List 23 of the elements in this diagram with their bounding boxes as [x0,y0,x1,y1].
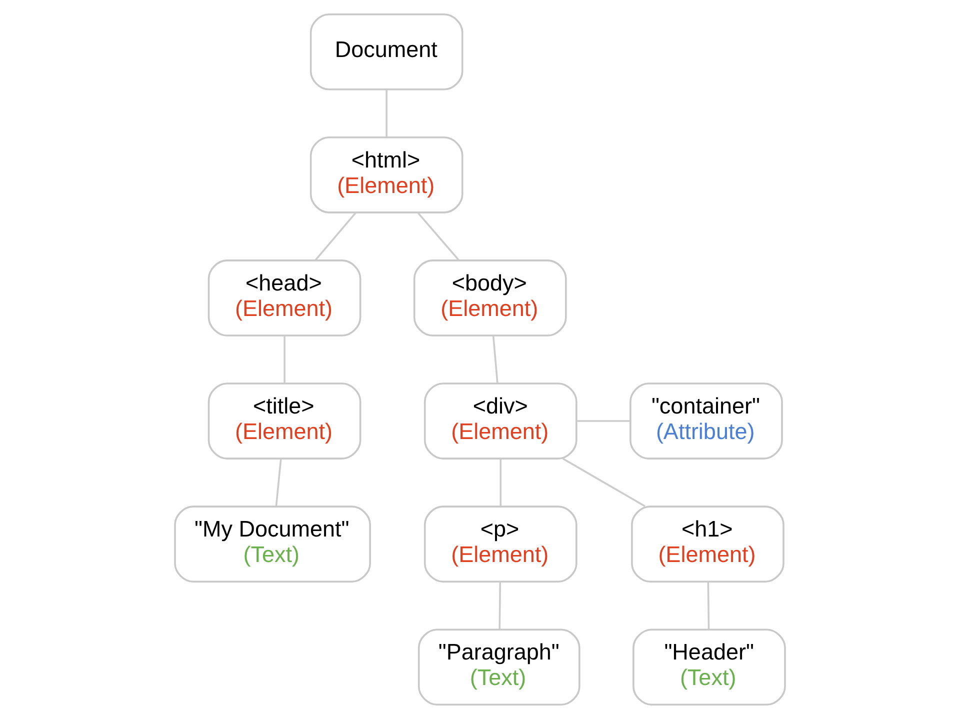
connector [562,458,645,507]
connector [499,458,502,506]
connector [706,582,710,630]
connector [576,420,630,422]
connector [498,582,501,630]
node-box: "container" (Attribute) [629,382,782,460]
node-box: "My Document" (Text) [174,506,370,582]
node-box: Document [309,13,463,90]
node-box: <html> (Element) [309,136,463,214]
connector [314,212,356,261]
node-box: <head> (Element) [207,260,361,336]
connector [385,89,387,138]
node-box: <h1> (Element) [630,506,784,582]
connector [416,212,459,261]
node-box: <body> (Element) [412,260,566,336]
node-box: <title> (Element) [207,382,361,460]
node-box: <p> (Element) [423,506,577,582]
node-box: "Header" (Text) [632,628,786,706]
connector [274,458,282,506]
connector [283,336,285,384]
connector [492,335,498,384]
node-box: <div> (Element) [423,382,577,460]
node-box: "Paragraph" (Text) [417,628,580,706]
